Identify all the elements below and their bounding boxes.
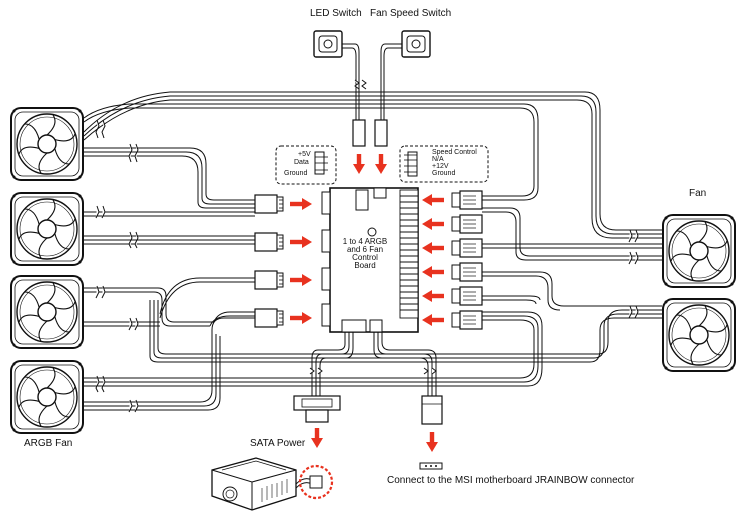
arrow-down-icon [353,154,365,174]
fan-icon [662,214,736,288]
jrainbow-label: Connect to the MSI motherboard JRAINBOW … [387,475,635,486]
fan-plug [451,190,483,210]
pin-na-label: N/A [432,156,444,163]
jrainbow-header [419,462,443,470]
fan-plug [451,238,483,258]
sata-connector [293,395,341,423]
argb-plug [254,194,284,214]
arrow-left-icon [422,194,444,206]
arrow-down-icon [311,428,323,448]
fan-label: Fan [689,188,706,199]
fan-plug [451,310,483,330]
fan-icon [662,298,736,372]
right-fans [662,214,736,372]
arrow-left-icon [422,290,444,302]
pin-ground-label-fan: Ground [432,170,455,177]
board-label-line3: Control [352,253,378,262]
fan-plug [451,262,483,282]
fan-plug [451,214,483,234]
arrow-left-icon [422,218,444,230]
pin-12v-label: +12V [432,163,449,170]
board-label-line2: and 6 Fan [347,245,383,254]
fan-icon [10,360,84,434]
sata-power-label: SATA Power [250,438,306,449]
arrow-left-icon [422,242,444,254]
pin-speed-control-label: Speed Control [432,149,477,156]
argb-fan-label: ARGB Fan [24,438,72,449]
fan-plugs [451,190,483,330]
pin-5v-label: +5V [298,151,311,158]
sata-highlight-circle [298,464,334,500]
fan-icon [10,192,84,266]
argb-plug [254,308,284,328]
fan-icon [10,275,84,349]
fan-speed-switch-label: Fan Speed Switch [370,8,451,19]
arrow-left-icon [422,314,444,326]
argb-plugs [254,194,284,328]
board-label-line4: Board [354,261,375,270]
arrow-right-icon [290,236,312,248]
jrainbow-connector [421,395,443,425]
jrainbow-arrow [426,432,438,452]
control-board: 1 to 4 ARGB and 6 Fan Control Board [321,187,419,333]
pin-data-label: Data [294,159,309,166]
sata-arrow [311,428,323,448]
fan-pin-legend: Speed Control N/A +12V Ground [399,145,489,183]
fan-icon [10,107,84,181]
argb-arrows [290,198,312,324]
arrow-down-icon [426,432,438,452]
fan-plug [451,286,483,306]
power-supply [211,457,323,511]
argb-plug [254,270,284,290]
argb-plug [254,232,284,252]
led-switch [313,30,343,58]
cable-breaks [95,79,639,413]
argb-fans [10,107,84,434]
fan-switch-plug [374,119,388,147]
argb-pin-legend: +5V Data Ground [275,145,337,185]
arrow-right-icon [290,198,312,210]
board-label-line1: 1 to 4 ARGB [343,237,387,246]
cables [83,43,662,411]
switch-arrows [353,154,387,174]
arrow-right-icon [290,312,312,324]
arrow-down-icon [375,154,387,174]
fan-speed-switch [401,30,431,58]
fan-arrows [422,194,444,326]
pin-ground-label: Ground [284,170,307,177]
led-switch-plug [352,119,366,147]
arrow-left-icon [422,266,444,278]
led-switch-label: LED Switch [310,8,362,19]
arrow-right-icon [290,274,312,286]
